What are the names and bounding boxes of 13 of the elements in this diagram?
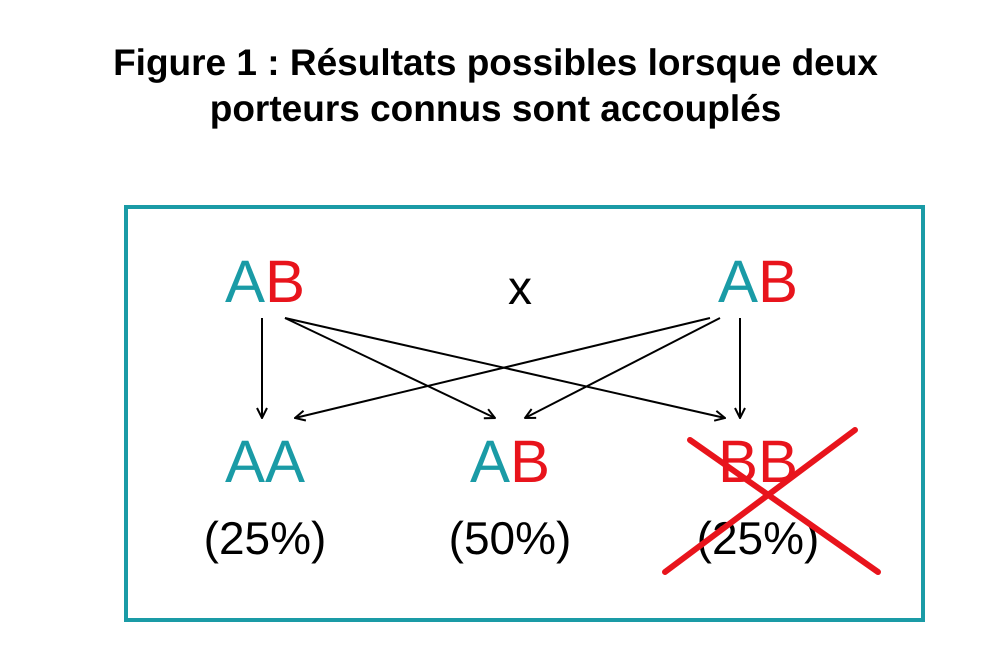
figure-title: Figure 1 : Résultats possibles lorsque deux porteurs connus sont accouplés <box>112 41 879 131</box>
percentage-label: (50%) <box>448 511 572 566</box>
arrow <box>256 318 268 419</box>
cross-symbol-label: x <box>508 261 532 317</box>
genotype-label: AA <box>224 428 306 496</box>
arrow <box>284 317 496 420</box>
frame-box <box>124 205 925 622</box>
genotype-label: AB <box>718 248 798 316</box>
percentage-label: (25%) <box>204 511 326 566</box>
genotype-label: AB <box>224 248 306 316</box>
arrow <box>734 318 746 419</box>
genotype-label: AB <box>470 428 550 496</box>
arrow <box>524 317 720 419</box>
